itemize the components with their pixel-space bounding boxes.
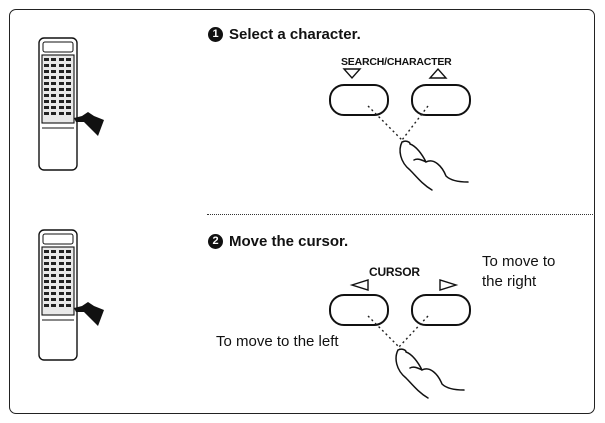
right-note-line-1: To move to [482,253,556,270]
right-note-line-2: the right [482,273,537,290]
cursor-left-button [329,294,389,326]
pointing-hand-icon [399,140,469,191]
cursor-right-button [411,294,471,326]
step-1-heading: 1 Select a character. [208,26,361,43]
remote-control-illustration-1 [38,37,104,171]
search-character-buttons [329,67,471,191]
cursor-buttons [329,279,471,399]
step-1-title: Select a character. [229,26,361,43]
search-down-button [329,84,389,116]
step-2-title: Move the cursor. [229,233,349,250]
search-character-label: SEARCH/CHARACTER [341,56,452,68]
remote-control-illustration-2 [38,229,104,361]
step-2-heading: 2 Move the cursor. [208,233,348,250]
cursor-right-triangle-icon [439,279,459,291]
section-divider [207,214,595,215]
cursor-left-triangle-icon [349,279,369,291]
left-note: To move to the left [216,333,339,350]
search-up-triangle-icon [428,67,448,79]
right-note: To move to the right [482,252,555,292]
step-2-number: 2 [208,234,223,249]
pointing-hand-icon [395,348,465,399]
step-1-number: 1 [208,27,223,42]
search-up-button [411,84,471,116]
cursor-label: CURSOR [369,265,420,279]
instruction-panel [9,9,595,414]
search-down-triangle-icon [342,68,362,80]
